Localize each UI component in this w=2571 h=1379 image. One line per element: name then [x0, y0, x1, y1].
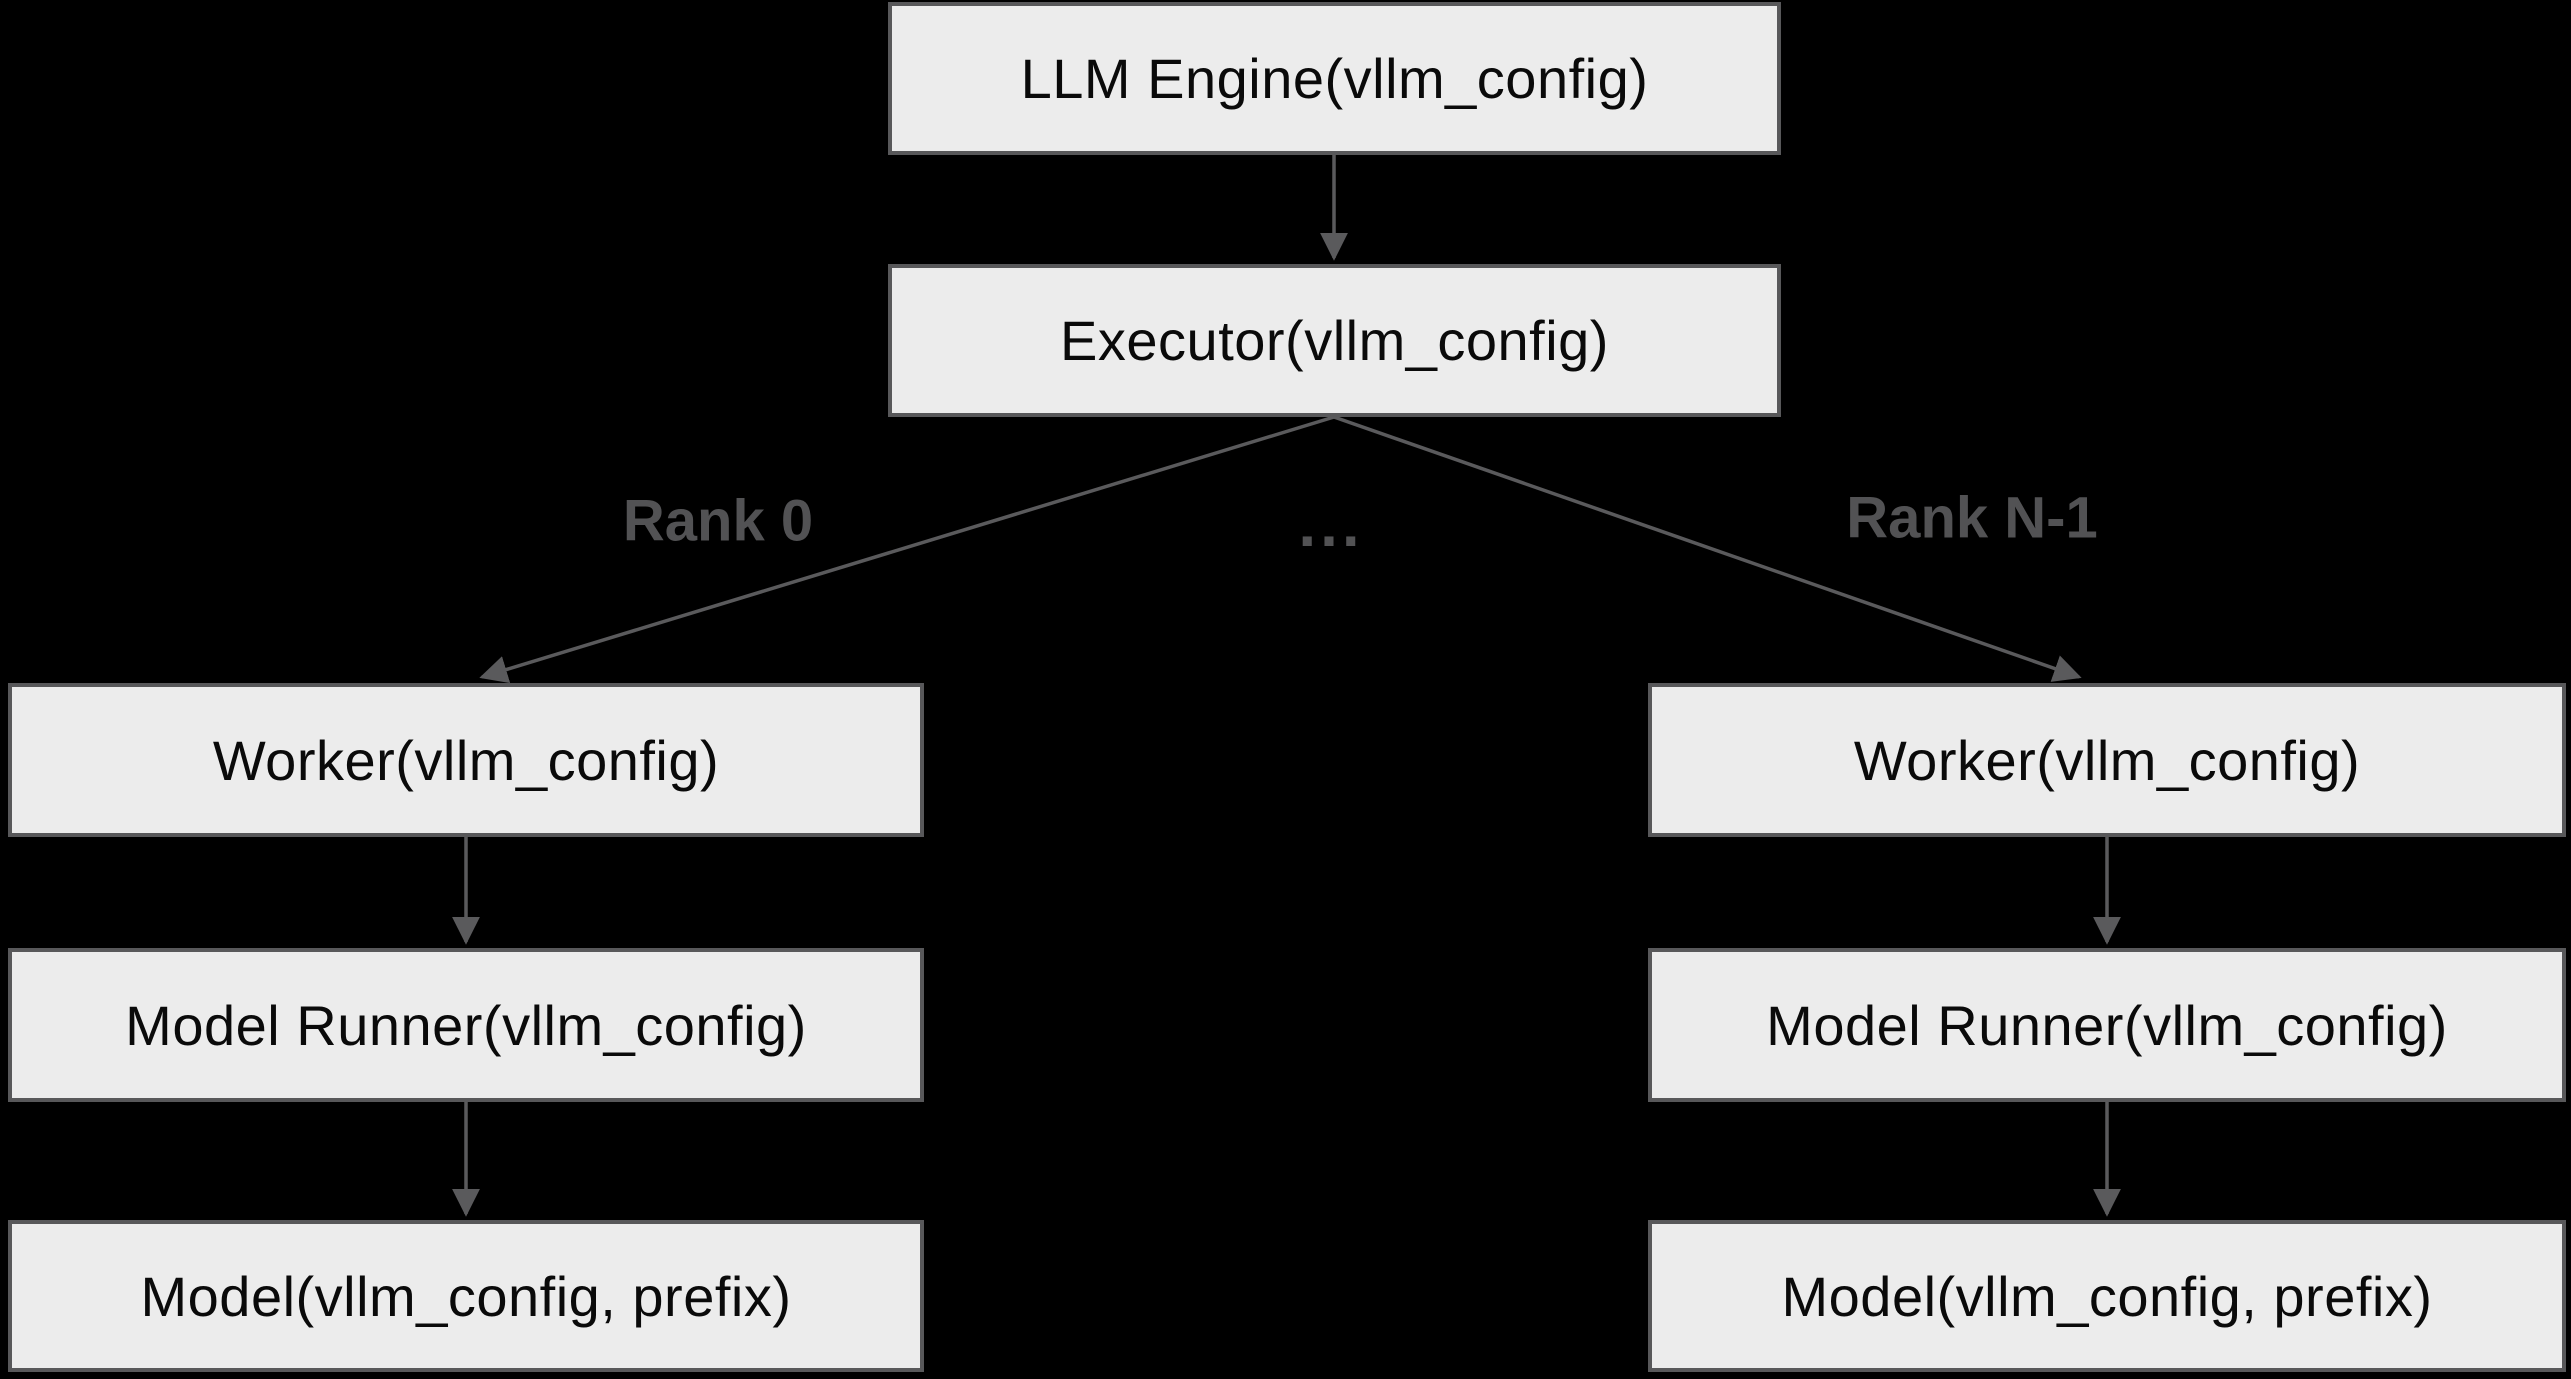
node-model-rankn-label: Model(vllm_config, prefix)	[1781, 1264, 2433, 1328]
node-model-rank0-label: Model(vllm_config, prefix)	[140, 1264, 792, 1328]
node-executor: Executor(vllm_config)	[888, 264, 1781, 417]
node-worker-rank0-label: Worker(vllm_config)	[212, 728, 720, 792]
node-model-runner-rankn-label: Model Runner(vllm_config)	[1766, 993, 2448, 1057]
node-model-runner-rankn: Model Runner(vllm_config)	[1648, 948, 2566, 1102]
node-llm-engine: LLM Engine(vllm_config)	[888, 2, 1781, 155]
node-worker-rankn: Worker(vllm_config)	[1648, 683, 2566, 837]
node-executor-label: Executor(vllm_config)	[1060, 309, 1609, 372]
node-model-runner-rank0: Model Runner(vllm_config)	[8, 948, 924, 1102]
edge-executor-to-worker-rank0	[479, 415, 1335, 684]
edge-executor-to-worker-rankn	[1333, 415, 2082, 682]
edge-label-ellipsis: ...	[1298, 488, 1364, 560]
node-worker-rank0: Worker(vllm_config)	[8, 683, 924, 837]
node-model-runner-rank0-label: Model Runner(vllm_config)	[125, 993, 807, 1057]
node-model-rankn: Model(vllm_config, prefix)	[1648, 1220, 2566, 1372]
node-worker-rankn-label: Worker(vllm_config)	[1853, 728, 2361, 792]
edge-label-rank0: Rank 0	[622, 488, 814, 554]
node-llm-engine-label: LLM Engine(vllm_config)	[1020, 47, 1649, 110]
node-model-rank0: Model(vllm_config, prefix)	[8, 1220, 924, 1372]
edge-label-rank-n-1: Rank N-1	[1846, 485, 2098, 551]
